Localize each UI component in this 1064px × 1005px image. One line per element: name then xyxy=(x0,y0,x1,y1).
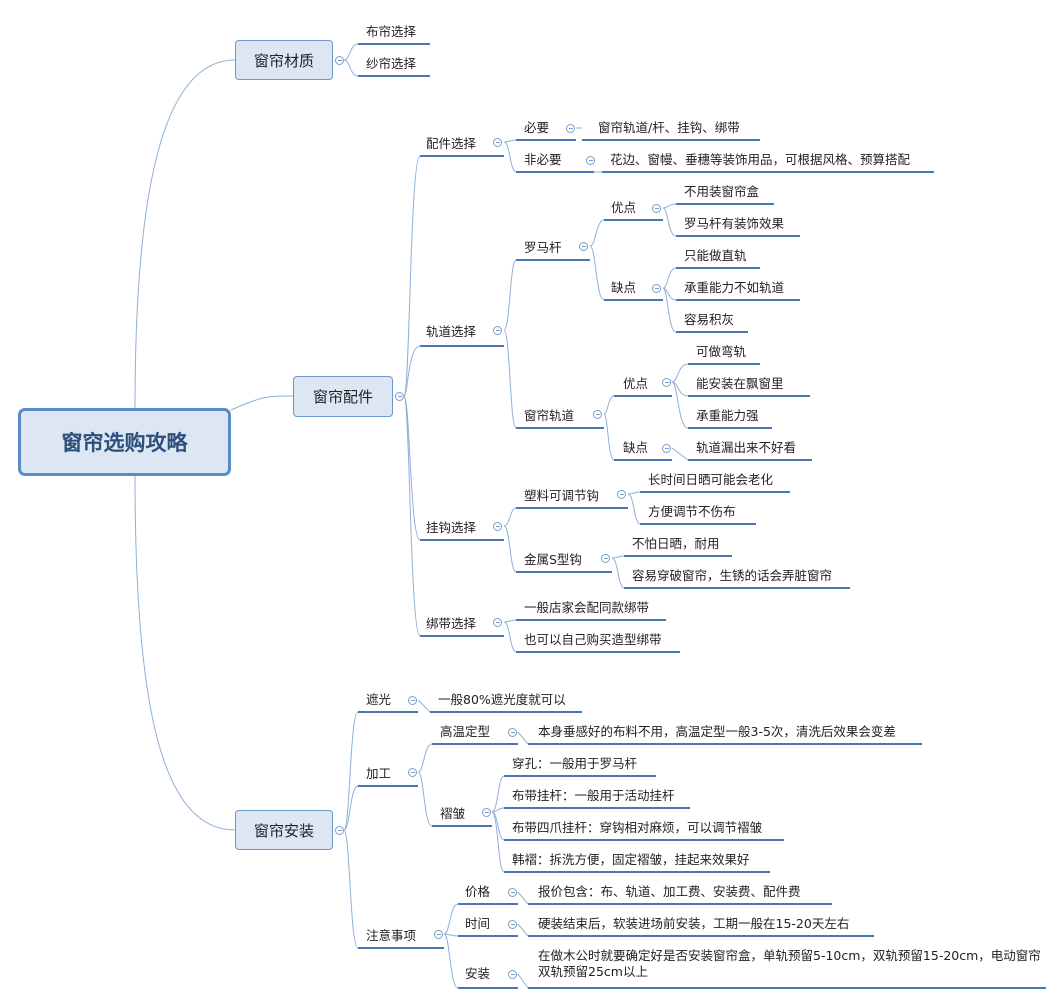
node-roman-con-1[interactable]: 只能做直轨 xyxy=(684,248,747,263)
collapse-toggle-icon[interactable] xyxy=(652,284,661,293)
node-plastic-hook[interactable]: 塑料可调节钩 xyxy=(524,488,600,503)
collapse-toggle-icon[interactable] xyxy=(508,728,517,737)
node-roman-rod[interactable]: 罗马杆 xyxy=(524,240,562,255)
collapse-toggle-icon[interactable] xyxy=(493,522,502,531)
collapse-toggle-icon[interactable] xyxy=(508,888,517,897)
collapse-toggle-icon[interactable] xyxy=(586,156,595,165)
collapse-toggle-icon[interactable] xyxy=(593,410,602,419)
collapse-toggle-icon[interactable] xyxy=(408,768,417,777)
collapse-toggle-icon[interactable] xyxy=(335,56,344,65)
collapse-toggle-icon[interactable] xyxy=(662,378,671,387)
node-price-detail[interactable]: 报价包含：布、轨道、加工费、安装费、配件费 xyxy=(538,884,801,899)
node-pleat-2[interactable]: 布带挂杆：一般用于活动挂杆 xyxy=(512,788,675,803)
node-shading[interactable]: 遮光 xyxy=(366,692,392,707)
node-rail-pro-1[interactable]: 可做弯轨 xyxy=(696,344,747,359)
node-gauze-curtain[interactable]: 纱帘选择 xyxy=(366,56,417,71)
node-roman-con-2[interactable]: 承重能力不如轨道 xyxy=(684,280,785,295)
node-roman-cons[interactable]: 缺点 xyxy=(611,280,637,295)
node-parts-selection[interactable]: 配件选择 xyxy=(426,136,477,151)
node-heat-setting-detail[interactable]: 本身垂感好的布料不用，高温定型一般3-5次，清洗后效果会变差 xyxy=(538,724,896,739)
node-rail-pro-3[interactable]: 承重能力强 xyxy=(696,408,759,423)
node-curtain-material[interactable]: 窗帘材质 xyxy=(235,40,333,80)
node-rail-pro-2[interactable]: 能安装在飘窗里 xyxy=(696,376,784,391)
node-plastic-hook-2[interactable]: 方便调节不伤布 xyxy=(648,504,736,519)
node-strap-1[interactable]: 一般店家会配同款绑带 xyxy=(524,600,650,615)
node-strap-selection[interactable]: 绑带选择 xyxy=(426,616,477,631)
collapse-toggle-icon[interactable] xyxy=(395,392,404,401)
node-optional-detail[interactable]: 花边、窗幔、垂穗等装饰用品，可根据风格、预算搭配 xyxy=(610,152,911,167)
collapse-toggle-icon[interactable] xyxy=(335,826,344,835)
node-necessary[interactable]: 必要 xyxy=(524,120,550,135)
node-optional[interactable]: 非必要 xyxy=(524,152,562,167)
node-curtain-install[interactable]: 窗帘安装 xyxy=(235,810,333,850)
node-metal-hook[interactable]: 金属S型钩 xyxy=(524,552,582,567)
collapse-toggle-icon[interactable] xyxy=(652,204,661,213)
collapse-toggle-icon[interactable] xyxy=(508,920,517,929)
node-roman-pro-2[interactable]: 罗马杆有装饰效果 xyxy=(684,216,785,231)
node-notes[interactable]: 注意事项 xyxy=(366,928,417,943)
node-pleat-3[interactable]: 布带四爪挂杆：穿钩相对麻烦，可以调节褶皱 xyxy=(512,820,763,835)
node-cloth-curtain[interactable]: 布帘选择 xyxy=(366,24,417,39)
collapse-toggle-icon[interactable] xyxy=(601,554,610,563)
node-rail-pros[interactable]: 优点 xyxy=(623,376,649,391)
node-time[interactable]: 时间 xyxy=(465,916,491,931)
collapse-toggle-icon[interactable] xyxy=(662,444,671,453)
root-node[interactable]: 窗帘选购攻略 xyxy=(18,408,231,476)
node-track-selection[interactable]: 轨道选择 xyxy=(426,324,477,339)
node-processing[interactable]: 加工 xyxy=(366,766,392,781)
node-price[interactable]: 价格 xyxy=(465,884,491,899)
node-plastic-hook-1[interactable]: 长时间日晒可能会老化 xyxy=(648,472,774,487)
collapse-toggle-icon[interactable] xyxy=(434,930,443,939)
node-strap-2[interactable]: 也可以自己购买造型绑带 xyxy=(524,632,662,647)
node-pleat-1[interactable]: 穿孔：一般用于罗马杆 xyxy=(512,756,638,771)
node-install-detail[interactable]: 在做木公时就要确定好是否安装窗帘盒，单轨预留5-10cm，双轨预留15-20cm… xyxy=(538,948,1041,979)
node-metal-hook-1[interactable]: 不怕日晒，耐用 xyxy=(632,536,720,551)
node-roman-pro-1[interactable]: 不用装窗帘盒 xyxy=(684,184,760,199)
node-roman-con-3[interactable]: 容易积灰 xyxy=(684,312,735,327)
collapse-toggle-icon[interactable] xyxy=(508,970,517,979)
node-time-detail[interactable]: 硬装结束后，软装进场前安装，工期一般在15-20天左右 xyxy=(538,916,850,931)
node-rail-con-1[interactable]: 轨道漏出来不好看 xyxy=(696,440,797,455)
collapse-toggle-icon[interactable] xyxy=(493,618,502,627)
node-curtain-accessories[interactable]: 窗帘配件 xyxy=(293,376,393,417)
node-hook-selection[interactable]: 挂钩选择 xyxy=(426,520,477,535)
collapse-toggle-icon[interactable] xyxy=(482,808,491,817)
collapse-toggle-icon[interactable] xyxy=(579,242,588,251)
node-necessary-detail[interactable]: 窗帘轨道/杆、挂钩、绑带 xyxy=(598,120,740,135)
node-pleat[interactable]: 褶皱 xyxy=(440,806,466,821)
node-shading-detail[interactable]: 一般80%遮光度就可以 xyxy=(438,692,566,707)
node-rail-cons[interactable]: 缺点 xyxy=(623,440,649,455)
collapse-toggle-icon[interactable] xyxy=(566,124,575,133)
node-heat-setting[interactable]: 高温定型 xyxy=(440,724,491,739)
node-install[interactable]: 安装 xyxy=(465,966,491,981)
collapse-toggle-icon[interactable] xyxy=(617,490,626,499)
node-metal-hook-2[interactable]: 容易穿破窗帘，生锈的话会弄脏窗帘 xyxy=(632,568,833,583)
node-pleat-4[interactable]: 韩褶：拆洗方便，固定褶皱，挂起来效果好 xyxy=(512,852,750,867)
collapse-toggle-icon[interactable] xyxy=(493,326,502,335)
node-roman-pros[interactable]: 优点 xyxy=(611,200,637,215)
collapse-toggle-icon[interactable] xyxy=(493,138,502,147)
node-curtain-rail[interactable]: 窗帘轨道 xyxy=(524,408,575,423)
collapse-toggle-icon[interactable] xyxy=(408,696,417,705)
